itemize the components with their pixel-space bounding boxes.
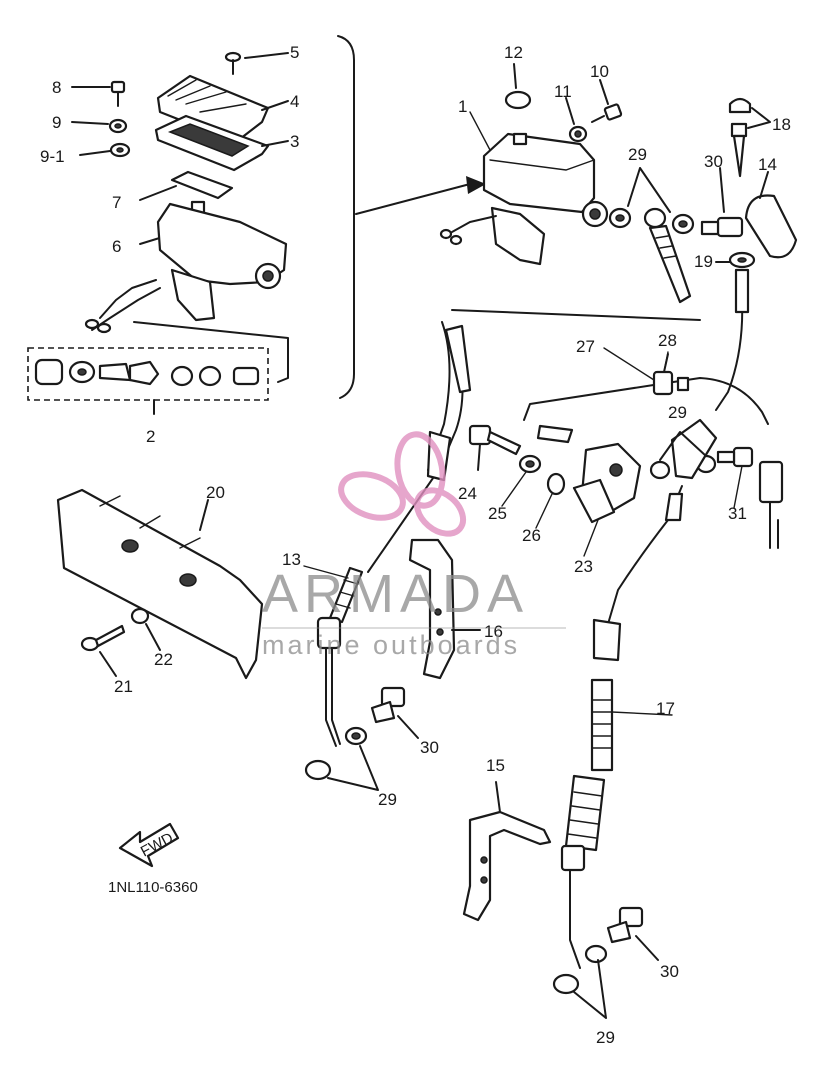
callout-labels: 1 2 3 4 5 6 7 8 9 9-1 10 11 12 13 14 15 … xyxy=(40,43,791,1047)
callout-24: 24 xyxy=(458,484,477,503)
bolt-30-bottom xyxy=(606,906,659,961)
callout-7: 7 xyxy=(112,193,121,212)
callout-26: 26 xyxy=(522,526,541,545)
bolt-10 xyxy=(591,79,623,123)
detail-divider xyxy=(337,35,486,399)
callout-27: 27 xyxy=(576,337,595,356)
bolt-30-middle xyxy=(370,686,419,739)
master-cylinder-body xyxy=(84,202,288,334)
callout-17: 17 xyxy=(656,699,675,718)
master-cylinder-exploded xyxy=(27,51,289,415)
callout-5: 5 xyxy=(290,43,299,62)
watermark-logo xyxy=(338,431,467,537)
callout-29-bottom: 29 xyxy=(596,1028,615,1047)
elbow-cap-14 xyxy=(744,171,798,259)
callout-16: 16 xyxy=(484,622,503,641)
bolt-30-top xyxy=(700,167,744,238)
callout-8: 8 xyxy=(52,78,61,97)
callout-15: 15 xyxy=(486,756,505,775)
washer-9 xyxy=(71,118,128,134)
callout-14: 14 xyxy=(758,155,777,174)
direction-indicator: FWD xyxy=(118,822,180,868)
master-cylinder-kit-2 xyxy=(27,321,289,415)
brake-hoses xyxy=(304,268,784,1019)
master-cylinder-1 xyxy=(439,132,609,266)
callout-29-left: 29 xyxy=(378,790,397,809)
callout-20: 20 xyxy=(206,483,225,502)
callout-6: 6 xyxy=(112,237,121,256)
washer-11 xyxy=(565,97,588,143)
callout-3: 3 xyxy=(290,132,299,151)
callout-30-bottom: 30 xyxy=(660,962,679,981)
part-code: 1NL110-6360 xyxy=(108,879,198,896)
callout-1: 1 xyxy=(458,97,467,116)
callout-18: 18 xyxy=(772,115,791,134)
callout-31: 31 xyxy=(728,504,747,523)
callout-25: 25 xyxy=(488,504,507,523)
callout-29-top: 29 xyxy=(628,145,647,164)
callout-29-middle: 29 xyxy=(668,403,687,422)
bracket-16 xyxy=(408,538,481,680)
watermark-brand: ARMADA xyxy=(262,564,529,624)
washer-26 xyxy=(546,472,566,496)
screw-21 xyxy=(80,624,126,677)
cover-20 xyxy=(56,488,264,680)
reservoir-cover-4 xyxy=(156,74,289,144)
washer-25 xyxy=(518,454,542,474)
callout-22: 22 xyxy=(154,650,173,669)
callout-21: 21 xyxy=(114,677,133,696)
callout-19: 19 xyxy=(694,252,713,271)
banjo-washers-29-top xyxy=(608,167,695,304)
plate-7 xyxy=(139,170,234,201)
cap-18 xyxy=(728,97,771,178)
bolt-24 xyxy=(468,424,522,471)
callout-9: 9 xyxy=(52,113,61,132)
callout-28: 28 xyxy=(658,331,677,350)
washer-22 xyxy=(130,607,161,651)
washer-9-1 xyxy=(79,142,131,158)
watermark-tagline: marine outboards xyxy=(262,630,520,660)
callout-11: 11 xyxy=(554,82,572,101)
leader-lines xyxy=(303,111,743,716)
callout-30-middle: 30 xyxy=(420,738,439,757)
callout-2: 2 xyxy=(146,427,155,446)
bracket-15 xyxy=(462,781,552,922)
callout-4: 4 xyxy=(290,92,299,111)
diaphragm-3 xyxy=(154,114,289,172)
callout-23: 23 xyxy=(574,557,593,576)
cap-12 xyxy=(504,63,532,110)
callout-10: 10 xyxy=(590,62,609,81)
nut-19 xyxy=(715,251,756,269)
callout-9-1: 9-1 xyxy=(40,147,65,166)
screw-5 xyxy=(224,51,289,75)
callout-13: 13 xyxy=(282,550,301,569)
bolt-8 xyxy=(71,80,126,107)
callout-30-top: 30 xyxy=(704,152,723,171)
callout-12: 12 xyxy=(504,43,523,62)
